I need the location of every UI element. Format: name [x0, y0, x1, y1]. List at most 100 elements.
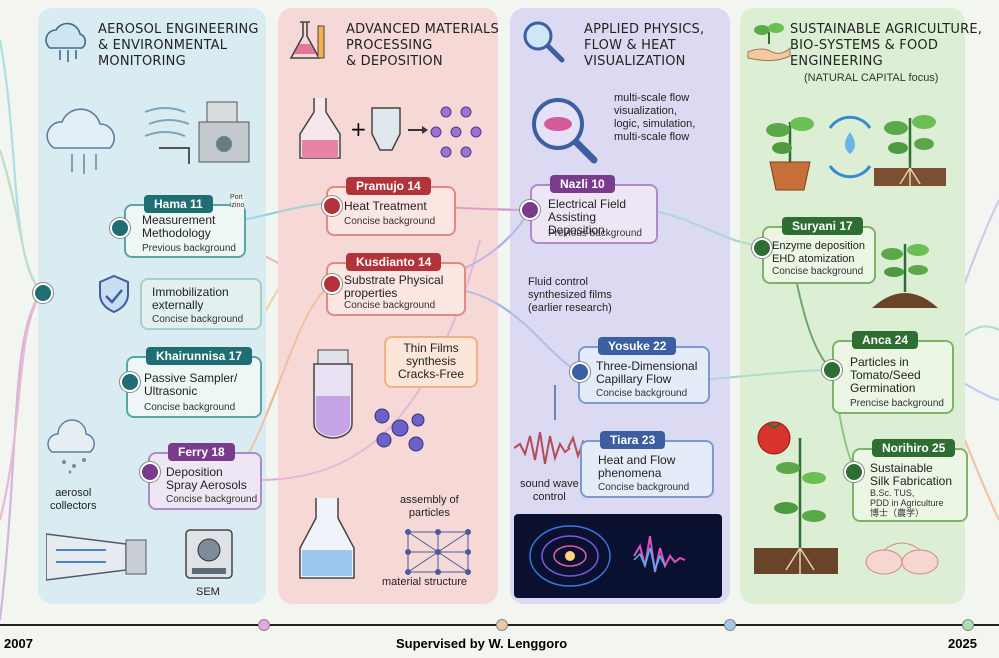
- tunnel-illustration: [46, 533, 147, 581]
- card-ferry-bg: Concise background: [166, 494, 258, 505]
- sem-microscope-illustration: [185, 529, 233, 579]
- card-hama-text: Measurement Methodology: [142, 213, 216, 240]
- card-khairunnisa-text: Passive Sampler/ Ultrasonic: [144, 371, 238, 398]
- card-yosuke-bg: Concise background: [596, 388, 688, 399]
- card-pramujo-name: Pramujo 14: [346, 177, 431, 195]
- card-anca[interactable]: Anca 24 Particles in Tomato/Seed Germina…: [832, 331, 954, 414]
- card-ferry-text: Deposition Spray Aerosols: [166, 465, 247, 492]
- card-suryani-text: Enzyme deposition EHD atomization: [772, 240, 865, 265]
- panel-title-materials: ADVANCED MATERIALS PROCESSING & DEPOSITI…: [346, 22, 499, 69]
- card-hama-tag: Port izino: [230, 194, 245, 210]
- card-nazli-text: Electrical Field Assisting Deposition: [548, 197, 627, 237]
- card-khairunnisa[interactable]: Khairunnisa 17 Passive Sampler/ Ultrason…: [126, 347, 262, 418]
- card-hama-name: Hama 11: [144, 195, 213, 213]
- card-nazli-name: Nazli 10: [550, 175, 615, 193]
- potted-plant-illustration: [766, 117, 814, 191]
- cloud-illustration: [46, 108, 115, 174]
- label-material-structure: material structure: [382, 576, 467, 588]
- card-yosuke[interactable]: Yosuke 22 Three-Dimensional Capillary Fl…: [578, 337, 710, 404]
- magnifier-icon: [523, 21, 565, 63]
- field-visualization-image: [514, 514, 722, 598]
- flow-visualization-icon: [532, 98, 598, 164]
- card-tiara-bg: Concise background: [598, 482, 690, 493]
- node-dot-kusdianto: [322, 274, 342, 294]
- timeline-marker-4: [962, 619, 974, 631]
- card-immobilization[interactable]: Immobilization externally Concise backgr…: [140, 278, 262, 330]
- cloud-icon: [45, 22, 87, 62]
- card-yosuke-name: Yosuke 22: [598, 337, 677, 355]
- seedling-illustration: [872, 244, 938, 308]
- rooted-plant-illustration: [874, 115, 946, 186]
- card-kusdianto-text: Substrate Physical properties: [344, 273, 444, 300]
- silk-cocoon-illustration: [865, 542, 939, 575]
- card-ferry-name: Ferry 18: [168, 443, 235, 461]
- card-kusdianto-name: Kusdianto 14: [346, 253, 442, 271]
- card-thin-films[interactable]: Thin Films synthesis Cracks-Free: [384, 336, 478, 388]
- label-aerosol-collectors: aerosol collectors: [50, 487, 97, 512]
- card-suryani-name: Suryani 17: [782, 217, 863, 235]
- card-kusdianto-bg: Concise background: [344, 300, 436, 311]
- panel-title-physics: APPLIED PHYSICS, FLOW & HEAT VISUALIZATI…: [584, 22, 705, 69]
- card-khairunnisa-bg: Concise background: [144, 402, 236, 413]
- lattice-illustration: [405, 529, 471, 575]
- timeline-end-year: 2025: [948, 636, 977, 651]
- timeline-marker-2: [496, 619, 508, 631]
- card-suryani-bg: Concise background: [772, 266, 864, 277]
- label-multiscale: multi-scale flow visualization, logic, s…: [614, 92, 696, 143]
- card-immobilization-bg: Concise background: [152, 314, 244, 325]
- card-tiara-name: Tiara 23: [600, 431, 666, 449]
- node-dot-khairunnisa: [120, 372, 140, 392]
- card-khairunnisa-name: Khairunnisa 17: [146, 347, 253, 365]
- node-dot-root: [33, 283, 53, 303]
- panel-title-aerosol: AEROSOL ENGINEERING & ENVIRONMENTAL MONI…: [98, 22, 259, 69]
- node-dot-yosuke: [570, 362, 590, 382]
- card-pramujo-text: Heat Treatment: [344, 199, 427, 213]
- reactor-illustration: [313, 349, 353, 439]
- timeline-start-year: 2007: [4, 636, 33, 651]
- card-anca-name: Anca 24: [852, 331, 919, 349]
- card-kusdianto[interactable]: Kusdianto 14 Substrate Physical properti…: [326, 253, 466, 316]
- card-ferry[interactable]: Ferry 18 Deposition Spray Aerosols Conci…: [148, 443, 262, 510]
- panel-title-agriculture: SUSTAINABLE AGRICULTURE, BIO-SYSTEMS & F…: [790, 22, 983, 69]
- node-dot-pramujo: [322, 196, 342, 216]
- card-tiara-text: Heat and Flow phenomena: [598, 453, 676, 480]
- node-dot-nazli: [520, 200, 540, 220]
- card-yosuke-text: Three-Dimensional Capillary Flow: [596, 359, 698, 386]
- sampler-machine-illustration: [145, 101, 250, 164]
- flask-icon: [289, 21, 325, 59]
- water-cycle-icon: [828, 115, 872, 179]
- svg-text:+: +: [350, 117, 367, 141]
- label-sound-wave: sound wave control: [520, 478, 579, 503]
- hand-plant-icon: [747, 23, 791, 62]
- card-norihiro-bg: B.Sc. TUS, PDD in Agriculture 博士（農学）: [870, 488, 944, 518]
- card-norihiro[interactable]: Norihiro 25 Sustainable Silk Fabrication…: [852, 439, 968, 522]
- label-sem: SEM: [196, 586, 220, 598]
- card-anca-text: Particles in Tomato/Seed Germination: [850, 355, 921, 395]
- card-immobilization-text: Immobilization externally: [152, 285, 229, 312]
- card-hama[interactable]: Hama 11 Port izino Measurement Methodolo…: [124, 194, 246, 258]
- particles-illustration: [374, 408, 425, 452]
- card-nazli-bg: Previous background: [548, 228, 642, 239]
- card-pramujo[interactable]: Pramujo 14 Heat Treatment Concise backgr…: [326, 177, 456, 236]
- card-suryani[interactable]: Suryani 17 Enzyme deposition EHD atomiza…: [762, 217, 876, 284]
- node-dot-hama: [110, 218, 130, 238]
- card-norihiro-text: Sustainable Silk Fabrication: [870, 461, 953, 488]
- card-norihiro-name: Norihiro 25: [872, 439, 956, 457]
- card-anca-bg: Prencise background: [850, 398, 944, 409]
- shield-icon: [99, 274, 129, 314]
- card-thin-films-text: Thin Films synthesis Cracks-Free: [397, 341, 464, 381]
- card-pramujo-bg: Concise background: [344, 216, 436, 227]
- card-hama-bg: Previous background: [142, 243, 236, 254]
- panel-subtitle-agriculture: (NATURAL CAPITAL focus): [804, 72, 939, 84]
- label-assembly: assembly of particles: [400, 494, 459, 519]
- beaker-illustration: [299, 498, 355, 579]
- timeline-marker-1: [258, 619, 270, 631]
- node-dot-anca: [822, 360, 842, 380]
- card-nazli[interactable]: Nazli 10 Electrical Field Assisting Depo…: [530, 175, 658, 244]
- tomato-plant-illustration: [754, 421, 838, 574]
- label-fluid-control: Fluid control synthesized films (earlier…: [528, 276, 612, 314]
- card-tiara[interactable]: Tiara 23 Heat and Flow phenomena Concise…: [580, 431, 714, 498]
- timeline-caption: Supervised by W. Lenggoro: [396, 636, 568, 651]
- node-dot-norihiro: [844, 462, 864, 482]
- timeline-marker-3: [724, 619, 736, 631]
